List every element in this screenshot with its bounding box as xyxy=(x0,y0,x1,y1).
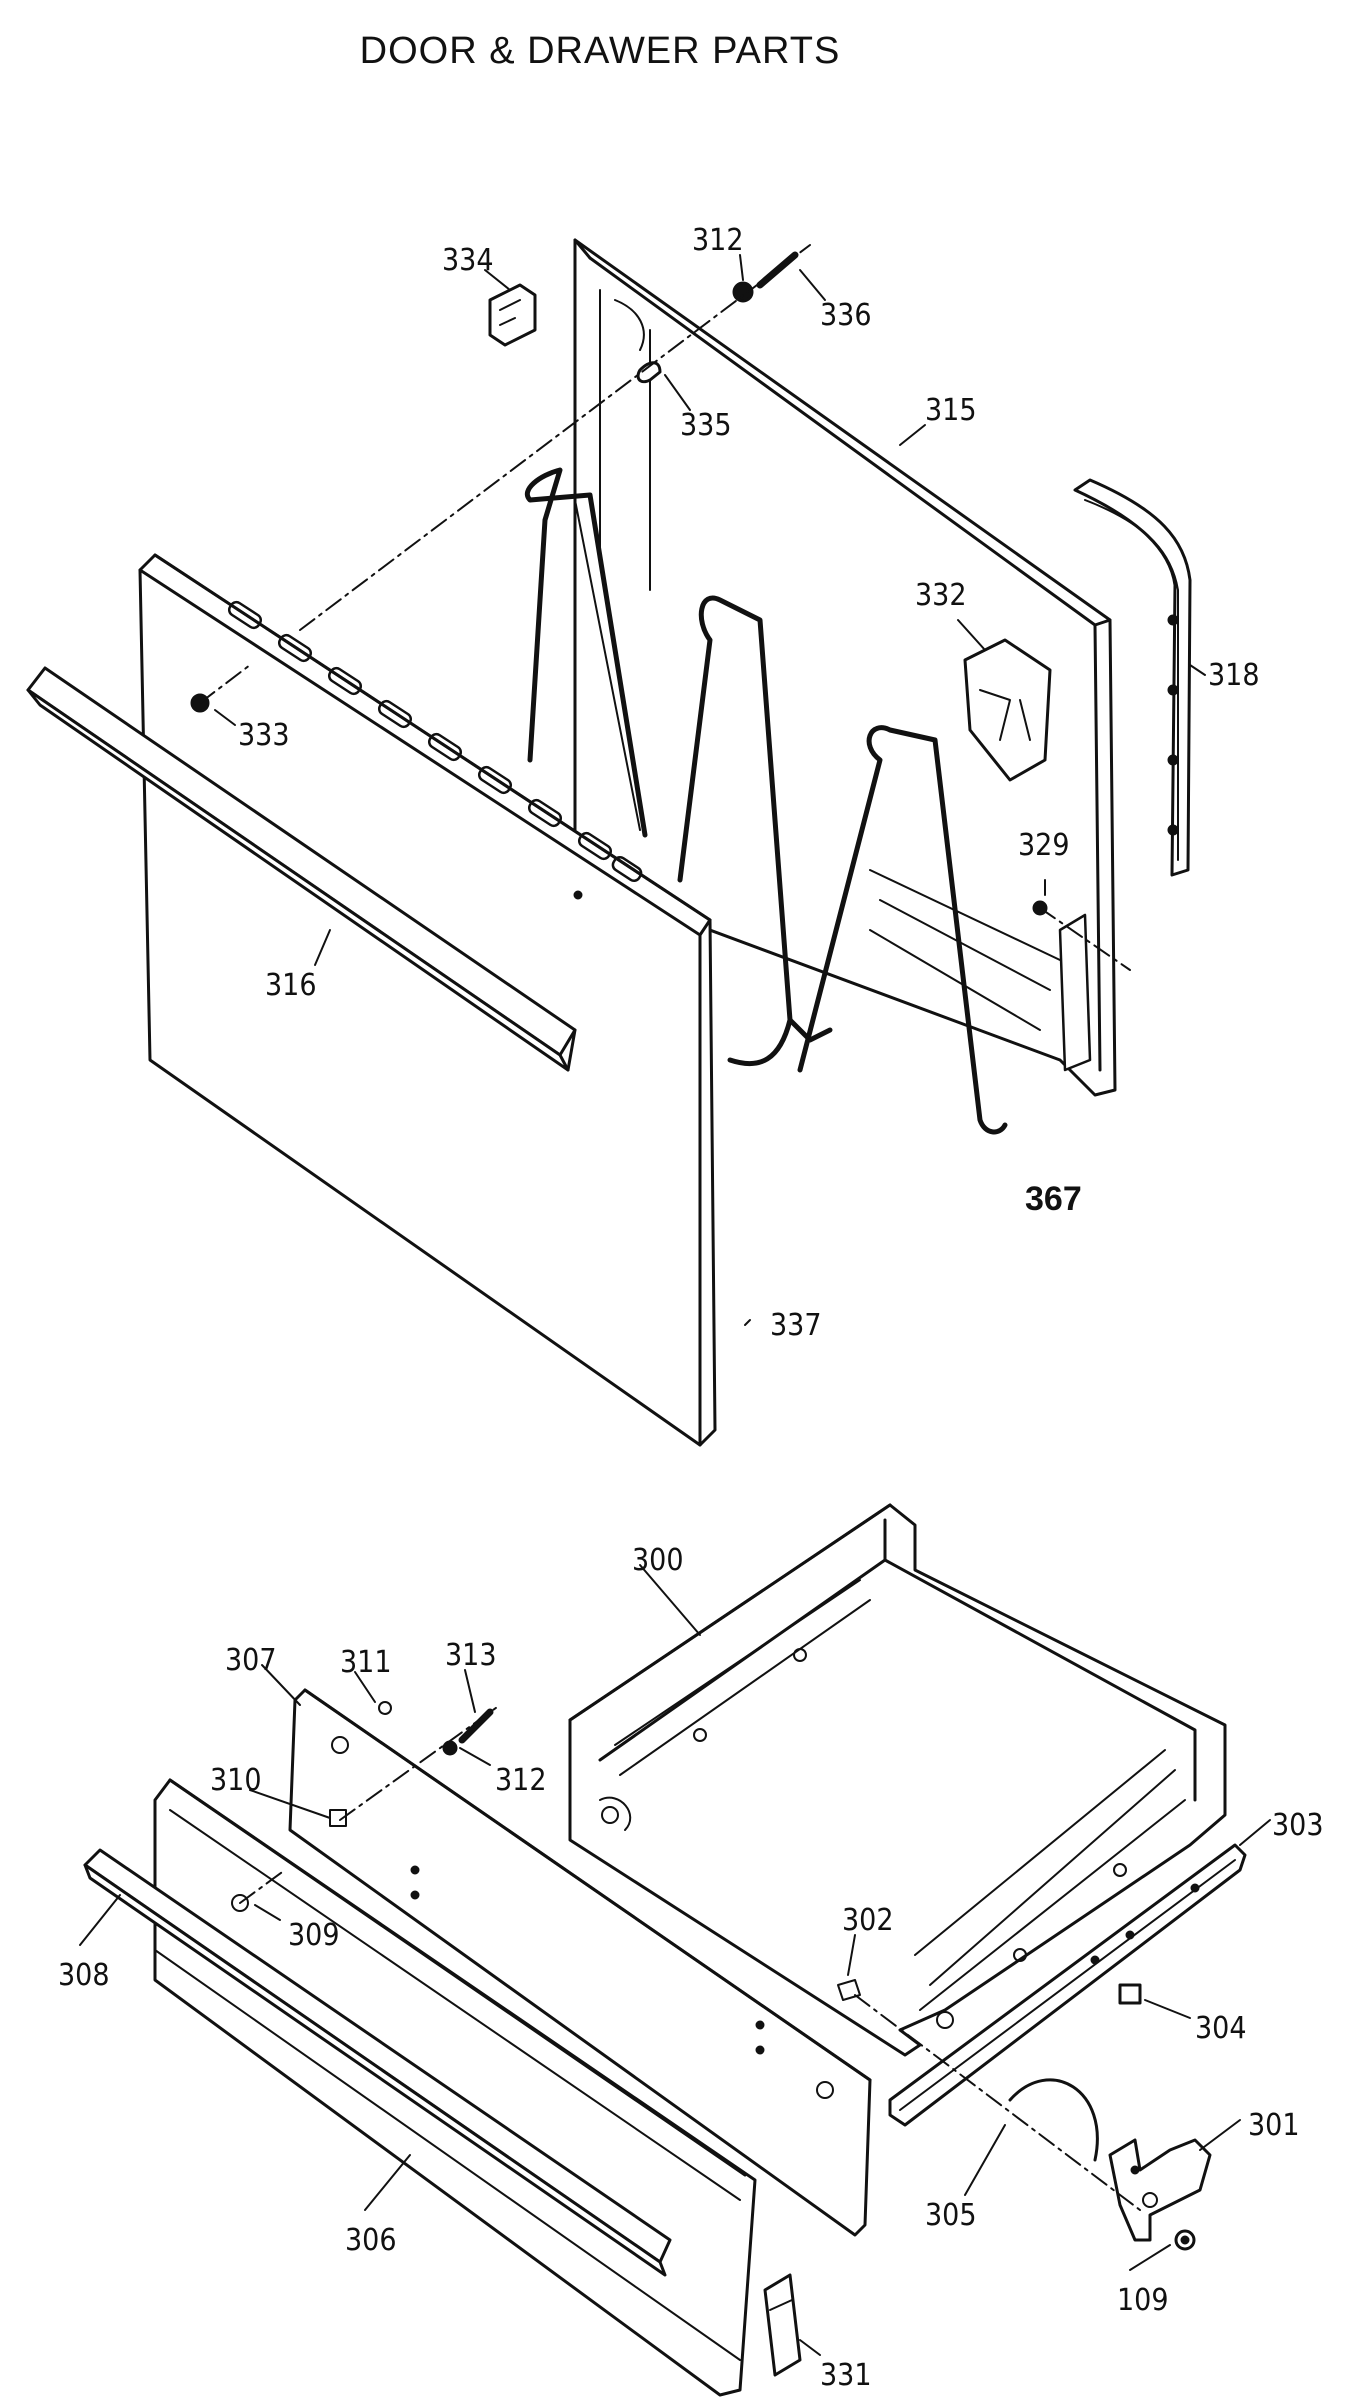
drawer-inner-panel-307 xyxy=(288,1688,872,2237)
drawer-box-300 xyxy=(568,1503,1227,2057)
callout-309: 309 xyxy=(288,1918,340,1953)
leader-lines-door xyxy=(214,254,1206,1326)
assembly-lines-drawer xyxy=(239,1704,1141,2211)
insulation-332 xyxy=(963,638,1052,782)
callout-318: 318 xyxy=(1208,658,1260,693)
callout-336: 336 xyxy=(820,298,872,333)
callout-334: 334 xyxy=(442,243,494,278)
drawer-front-306 xyxy=(153,1778,757,2397)
callout-329: 329 xyxy=(1018,828,1070,863)
callout-313: 313 xyxy=(445,1638,497,1673)
callout-312-drawer: 312 xyxy=(495,1763,547,1798)
grommet-311 xyxy=(378,1701,392,1715)
callout-306: 306 xyxy=(345,2223,397,2258)
page-title: DOOR & DRAWER PARTS xyxy=(359,30,841,72)
drawer-rail-303 xyxy=(888,1843,1247,2127)
callout-315: 315 xyxy=(925,393,977,428)
washer-312-drawer xyxy=(442,1740,458,1756)
door-outer-panel-337 xyxy=(138,553,717,1447)
assembly-lines-door xyxy=(199,244,1131,971)
drawer-clip-331 xyxy=(763,2273,802,2377)
callout-304: 304 xyxy=(1195,2011,1247,2046)
callout-308: 308 xyxy=(58,1958,110,1993)
wire-rack-left xyxy=(525,467,648,838)
callout-332: 332 xyxy=(915,578,967,613)
vent-slots xyxy=(227,600,643,882)
callout-305: 305 xyxy=(925,2198,977,2233)
clip-335 xyxy=(636,361,662,384)
callout-335: 335 xyxy=(680,408,732,443)
callout-333: 333 xyxy=(238,718,290,753)
callout-310: 310 xyxy=(210,1763,262,1798)
callout-337: 337 xyxy=(770,1308,822,1343)
callout-307: 307 xyxy=(225,1643,277,1678)
retaining-ring-305 xyxy=(1008,2078,1099,2162)
callout-367: 367 xyxy=(1025,1180,1082,1218)
door-handle-316 xyxy=(26,666,577,1072)
callout-302: 302 xyxy=(842,1903,894,1938)
callout-316: 316 xyxy=(265,968,317,1003)
callout-331: 331 xyxy=(820,2358,872,2393)
callout-301: 301 xyxy=(1248,2108,1300,2143)
callout-303: 303 xyxy=(1272,1808,1324,1843)
callout-109: 109 xyxy=(1117,2283,1169,2318)
drawer-bracket-301 xyxy=(1108,2138,1212,2242)
callout-312-door: 312 xyxy=(692,223,744,258)
hinge-bracket-334 xyxy=(488,283,537,347)
wire-rack-367 xyxy=(797,725,1008,1135)
slide-stop-304 xyxy=(1118,1983,1142,2005)
callout-311: 311 xyxy=(340,1645,392,1680)
callout-300: 300 xyxy=(632,1543,684,1578)
leader-lines-drawer xyxy=(79,1564,1271,2356)
grommet-312-door xyxy=(732,281,754,303)
drawer-handle-308 xyxy=(83,1848,672,2277)
door-gasket-318 xyxy=(1073,478,1192,877)
callout-labels: 312 336 334 335 315 318 332 333 316 329 … xyxy=(58,223,1324,2393)
